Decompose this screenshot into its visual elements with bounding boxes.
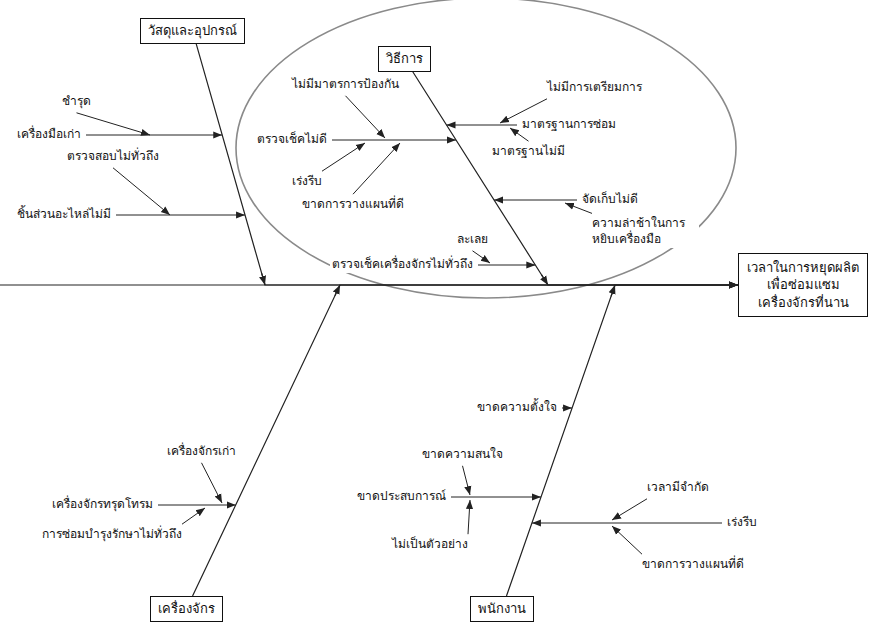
category-box: เครื่องจักร bbox=[150, 596, 223, 622]
cause-label: เร่งรีบ bbox=[290, 174, 324, 190]
cause-label: ตรวจเช็คเครื่องจักรไม่ทั่วถึง bbox=[330, 257, 475, 273]
cause-label: เครื่องจักรทรุดโทรม bbox=[50, 497, 155, 513]
emblem-ellipse bbox=[236, 0, 736, 298]
cause-label: มาตรฐานการซ่อม bbox=[520, 117, 618, 133]
sub-cause-line bbox=[447, 125, 517, 126]
cause-label: ชำรุด bbox=[60, 94, 93, 110]
box-text: เวลาในการหยุดผลิต เพื่อซ่อมแซม เครื่องจั… bbox=[745, 259, 861, 312]
cause-bone bbox=[196, 44, 738, 285]
bone-arrowhead bbox=[335, 285, 340, 296]
cause-label: ขาดการวางแผนที่ดี bbox=[300, 197, 406, 213]
cause-label: ขาดความตั้งใจ bbox=[475, 400, 559, 416]
cause-bone bbox=[193, 285, 738, 596]
cause-label: ชิ้นส่วนอะไหล่ไม่มี bbox=[15, 207, 113, 223]
cause-label: จัดเก็บไม่ดี bbox=[580, 192, 640, 208]
sub-cause-line bbox=[332, 140, 456, 141]
cause-label: เครื่องจักรเก่า bbox=[165, 444, 238, 460]
cause-arrow bbox=[612, 526, 642, 554]
cause-label: เร่งรีบ bbox=[725, 515, 759, 531]
cause-arrow bbox=[202, 463, 223, 503]
box-text: เครื่องจักร bbox=[158, 600, 215, 618]
cause-bone bbox=[413, 72, 738, 285]
sub-cause-line bbox=[532, 523, 722, 524]
sub-cause-line bbox=[494, 200, 577, 201]
category-box: วัสดุและอุปกรณ์ bbox=[140, 18, 245, 44]
cause-arrow bbox=[463, 466, 471, 495]
cause-arrow bbox=[77, 113, 151, 135]
cause-label: ไม่มีมาตรการป้องกัน bbox=[290, 77, 401, 93]
category-box: วิธีการ bbox=[378, 46, 431, 72]
cause-label: เวลามีจำกัด bbox=[645, 480, 711, 496]
cause-arrow bbox=[182, 508, 205, 524]
sub-cause-line bbox=[562, 408, 572, 409]
cause-label: ไม่เป็นตัวอย่าง bbox=[390, 537, 470, 553]
cause-label: การซ่อมบำรุงรักษาไม่ทั่วถึง bbox=[40, 527, 184, 543]
effect-box: เวลาในการหยุดผลิต เพื่อซ่อมแซม เครื่องจั… bbox=[738, 253, 868, 318]
sub-cause-line bbox=[478, 265, 535, 266]
bone-arrowhead bbox=[262, 273, 265, 285]
cause-label: ขาดประสบการณ์ bbox=[355, 489, 448, 505]
box-text: วิธีการ bbox=[386, 50, 423, 68]
box-text: พนักงาน bbox=[478, 600, 526, 618]
cause-arrow bbox=[346, 96, 386, 138]
sub-cause-line bbox=[451, 497, 541, 498]
bone-arrowhead bbox=[542, 275, 548, 285]
sub-cause-line bbox=[86, 135, 222, 136]
cause-label: ขาดความสนใจ bbox=[420, 447, 505, 463]
cause-arrow bbox=[468, 500, 470, 534]
cause-arrow bbox=[473, 251, 491, 263]
cause-arrow bbox=[113, 168, 170, 215]
bone-arrowhead bbox=[611, 285, 615, 296]
cause-label: เครื่องมือเก่า bbox=[15, 127, 83, 143]
cause-label: ขาดการวางแผนที่ดี bbox=[640, 557, 746, 573]
sub-cause-line bbox=[116, 215, 245, 216]
box-text: วัสดุและอุปกรณ์ bbox=[148, 22, 237, 40]
cause-label: ความล่าช้าในการ หยิบเครื่องมือ bbox=[590, 216, 699, 247]
cause-label: ตรวจสอบไม่ทั่วถึง bbox=[65, 149, 161, 165]
cause-label: ไม่มีการเตรียมการ bbox=[545, 80, 644, 96]
cause-label: ละเลย bbox=[455, 232, 490, 248]
cause-bone bbox=[506, 285, 738, 596]
sub-cause-line bbox=[158, 505, 236, 506]
cause-label: มาตรฐานไม่มี bbox=[490, 144, 567, 160]
category-box: พนักงาน bbox=[470, 596, 534, 622]
cause-label: ตรวจเช็คไม่ดี bbox=[255, 132, 329, 148]
cause-arrow bbox=[353, 143, 400, 194]
cause-arrow bbox=[612, 499, 647, 520]
